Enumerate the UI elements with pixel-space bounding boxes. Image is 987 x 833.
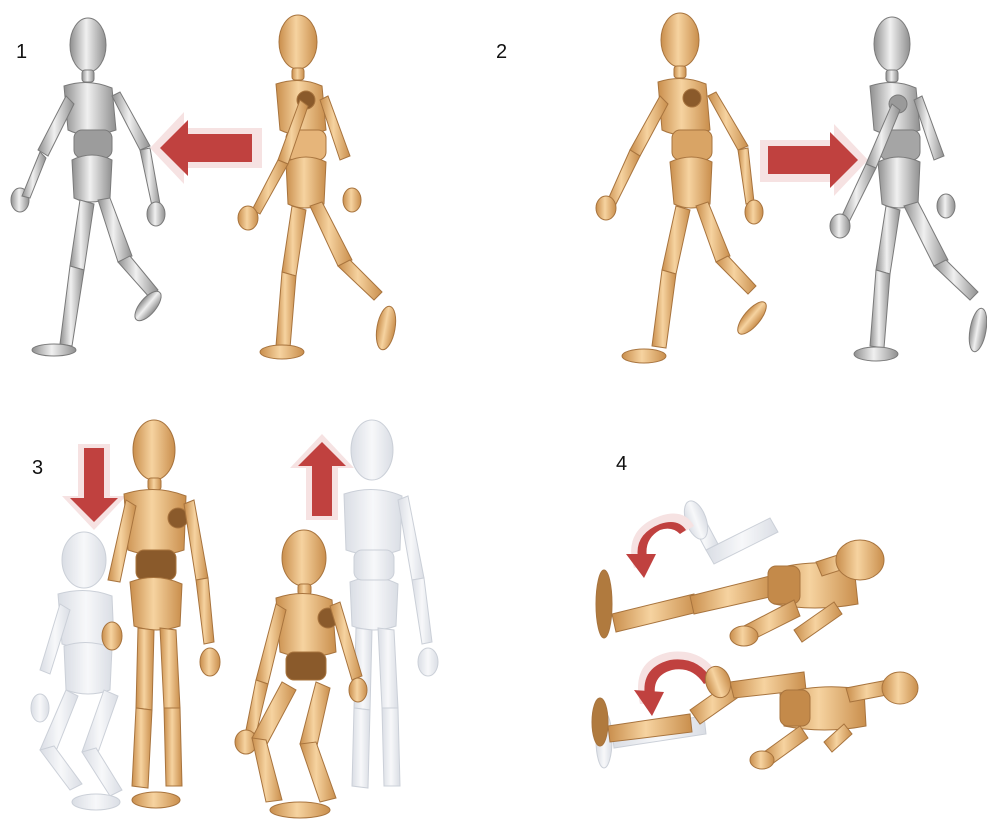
panel-3: 3 bbox=[0, 390, 494, 833]
red-arrow-icon bbox=[760, 124, 868, 196]
wooden-mannequin-figure bbox=[596, 13, 771, 363]
walk-right-illustration bbox=[494, 0, 987, 390]
gray-mannequin-figure bbox=[830, 17, 987, 361]
panel-2: 2 bbox=[494, 0, 987, 390]
lying-leg-raise-illustration bbox=[494, 390, 987, 833]
walk-left-illustration bbox=[0, 0, 494, 390]
ghost-mannequin-figure bbox=[344, 420, 438, 788]
ghost-mannequin-figure bbox=[31, 532, 122, 810]
red-arrow-icon bbox=[150, 112, 262, 184]
curved-red-arrow-icon bbox=[626, 514, 694, 578]
stand-crouch-illustration bbox=[0, 390, 494, 833]
ghost-leg-outline bbox=[680, 498, 778, 564]
wooden-mannequin-figure bbox=[235, 530, 367, 818]
wooden-mannequin-figure bbox=[102, 420, 220, 808]
panel-1: 1 bbox=[0, 0, 494, 390]
wooden-mannequin-figure bbox=[238, 15, 399, 359]
panel-4: 4 bbox=[494, 390, 987, 833]
gray-mannequin-figure bbox=[11, 18, 166, 356]
red-arrow-icon bbox=[62, 444, 126, 530]
